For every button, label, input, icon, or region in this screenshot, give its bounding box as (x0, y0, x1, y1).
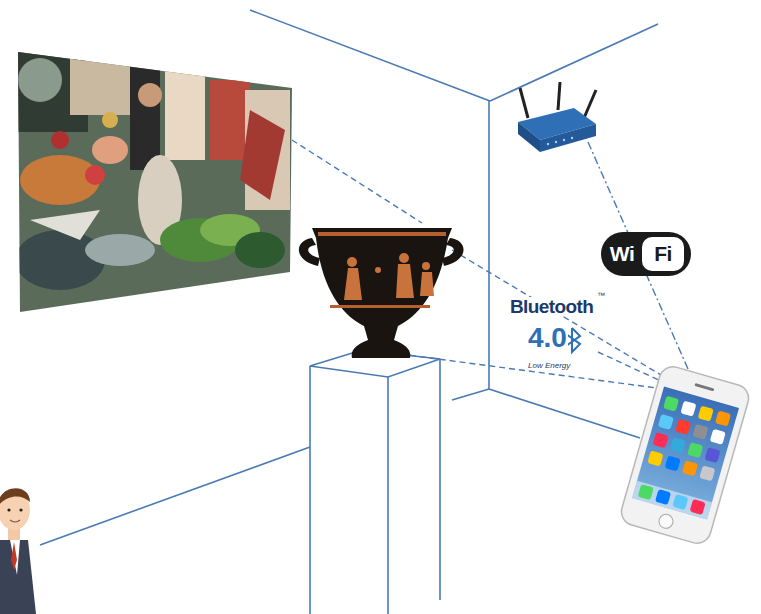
smartphone (618, 363, 752, 546)
logo-subtitle: Low Energy (527, 362, 571, 370)
wifi-router (518, 82, 596, 152)
logo-text: Bluetooth (509, 297, 594, 316)
logo-text: Fi (654, 243, 672, 264)
painting (0, 40, 300, 320)
trademark-mark: ™ (597, 292, 605, 300)
wifi-logo (601, 232, 691, 276)
logo-text: Wi (610, 243, 634, 264)
bluetooth-rune (566, 328, 580, 352)
visitor-figure (0, 488, 36, 614)
greek-vase (299, 228, 464, 358)
signal-lines (292, 140, 692, 390)
version-number: 4.0 (527, 324, 568, 352)
room-lines (40, 10, 658, 614)
